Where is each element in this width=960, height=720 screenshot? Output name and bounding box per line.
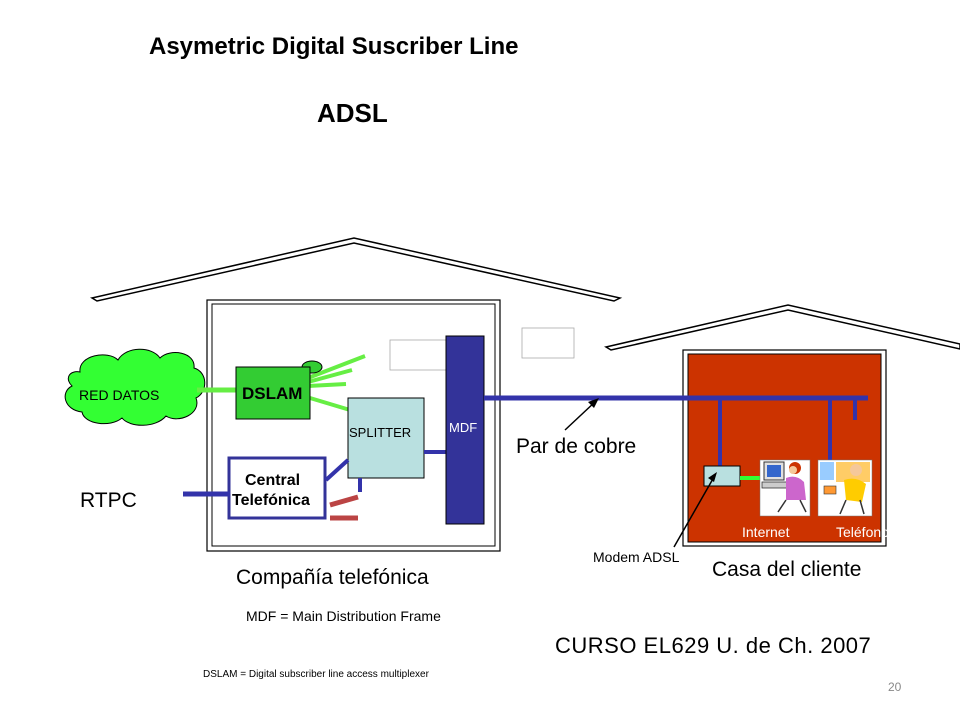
dslam-to-splitter-line: [309, 396, 351, 412]
company-roof: [90, 237, 623, 302]
splitter-label: SPLITTER: [349, 425, 412, 440]
central-label-line2: Telefónica: [232, 492, 310, 509]
telephone-user-icon: [817, 459, 873, 517]
compania-telefonica-label: Compañía telefónica: [236, 566, 429, 589]
central-telefonica-box: [227, 456, 327, 520]
mdf-definition: MDF = Main Distribution Frame: [246, 608, 441, 624]
dslam-box: [235, 366, 311, 420]
small-frame-2: [521, 327, 575, 359]
dslam-label: DSLAM: [242, 384, 303, 403]
slide-title: Asymetric Digital Suscriber Line: [149, 33, 519, 60]
internet-label: Internet: [742, 524, 790, 540]
splitter-cables: [324, 450, 448, 492]
red-datos-label: RED DATOS: [79, 387, 160, 403]
small-frame-1: [389, 339, 447, 371]
red-datos-cloud: [64, 348, 206, 426]
mdf-bar: [445, 335, 485, 525]
central-label-line1: Central: [245, 472, 301, 489]
splitter-box: [347, 397, 425, 479]
rtpc-label: RTPC: [80, 489, 137, 512]
slide-subtitle: ADSL: [317, 98, 388, 128]
modem-adsl-label: Modem ADSL: [593, 549, 680, 565]
customer-roof: [604, 304, 960, 351]
telefono-label: Teléfono: [836, 524, 889, 540]
internet-user-icon: [759, 459, 811, 517]
dslam-port-lines: [307, 354, 366, 388]
dslam-definition: DSLAM = Digital subscriber line access m…: [203, 669, 429, 680]
house-drop-lines: [718, 398, 857, 468]
modem-adsl-arrow: [673, 472, 717, 548]
casa-del-cliente-label: Casa del cliente: [712, 558, 862, 581]
page-number: 20: [888, 680, 902, 694]
modem-adsl-box: [703, 465, 741, 487]
red-stub-lines: [329, 494, 359, 521]
mdf-label: MDF: [449, 420, 478, 435]
course-label: CURSO EL629 U. de Ch. 2007: [555, 633, 872, 658]
par-de-cobre-arrow: [564, 398, 599, 431]
par-de-cobre-label: Par de cobre: [516, 435, 637, 458]
